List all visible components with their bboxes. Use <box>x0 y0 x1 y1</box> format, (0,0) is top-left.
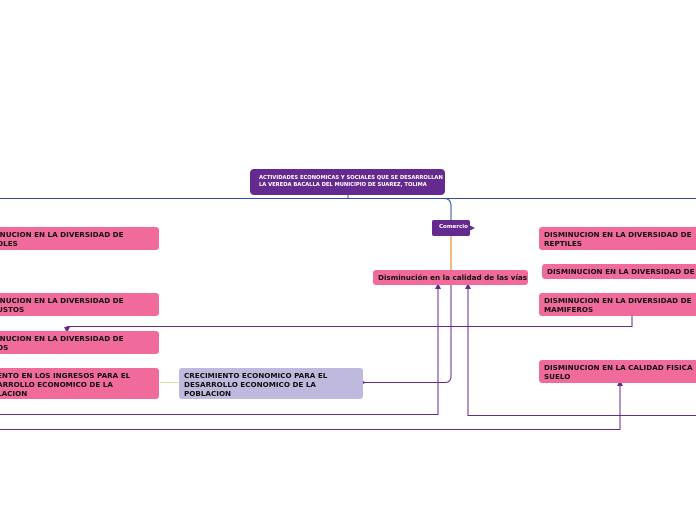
left-node-4-line2: ARROLLO ECONOMICO DE LA <box>0 380 113 389</box>
crecimiento-node[interactable]: CRECIMIENTO ECONOMICO PARA EL DESARROLLO… <box>179 368 363 399</box>
root-node-line1: ACTIVIDADES ECONOMICAS Y SOCIALES QUE SE… <box>259 175 445 181</box>
left-node-4[interactable]: ENTO EN LOS INGRESOS PARA EL ARROLLO ECO… <box>0 368 159 399</box>
left-node-3-line2: OS <box>0 343 9 352</box>
right-node-1-line2: REPTILES <box>544 239 582 248</box>
comercio-node[interactable]: Comercio <box>432 220 470 236</box>
right-node-1[interactable]: DISMINUCION EN LA DIVERSIDAD DE REPTILES <box>539 227 696 250</box>
crec-to-vias-line <box>360 285 452 386</box>
left-node-1[interactable]: INUCION EN LA DIVERSIDAD DE OLES <box>0 227 159 250</box>
left-node-3[interactable]: INUCION EN LA DIVERSIDAD DE OS <box>0 331 159 354</box>
right-node-4-line2: SUELO <box>544 372 571 381</box>
bus-to-hub-line <box>444 198 452 220</box>
right-node-3[interactable]: DISMINUCION EN LA DIVERSIDAD DE MAMIFERO… <box>539 293 696 316</box>
vias-node[interactable]: Disminución en la calidad de las vías <box>373 270 528 285</box>
right-node-4[interactable]: DISMINUCION EN LA CALIDAD FISICA SUELO <box>539 360 696 383</box>
vias-label: Disminución en la calidad de las vías <box>378 273 528 282</box>
right-node-1-line1: DISMINUCION EN LA DIVERSIDAD DE <box>544 230 692 239</box>
left-node-2-line1: INUCION EN LA DIVERSIDAD DE <box>0 296 124 305</box>
bottom-to-suelo-line <box>0 380 623 430</box>
left-node-1-line2: OLES <box>0 239 18 248</box>
root-node-line2: LA VEREDA BACALLA DEL MUNICIPIO DE SUARE… <box>259 181 427 188</box>
mamiferos-link-line <box>64 316 633 333</box>
right-node-3-line2: MAMIFEROS <box>544 305 594 314</box>
right-node-2-line1: DISMINUCION EN LA DIVERSIDAD DE <box>547 267 695 276</box>
crecimiento-line3: POBLACION <box>184 389 232 398</box>
left-to-vias-line <box>0 283 441 415</box>
left-node-4-line1: ENTO EN LOS INGRESOS PARA EL <box>0 371 131 380</box>
right-node-3-line1: DISMINUCION EN LA DIVERSIDAD DE <box>544 296 692 305</box>
left-node-3-line1: INUCION EN LA DIVERSIDAD DE <box>0 334 124 343</box>
left-node-1-line1: INUCION EN LA DIVERSIDAD DE <box>0 230 124 239</box>
comercio-label: Comercio <box>439 224 468 230</box>
left-node-4-line3: LACION <box>0 389 28 398</box>
crecimiento-line1: CRECIMIENTO ECONOMICO PARA EL <box>184 371 328 380</box>
left-node-2[interactable]: INUCION EN LA DIVERSIDAD DE USTOS <box>0 293 159 316</box>
root-node[interactable]: ACTIVIDADES ECONOMICAS Y SOCIALES QUE SE… <box>250 169 445 195</box>
right-node-4-line1: DISMINUCION EN LA CALIDAD FISICA <box>544 363 693 372</box>
crecimiento-line2: DESARROLLO ECONOMICO DE LA <box>184 380 316 389</box>
left-node-2-line2: USTOS <box>0 305 25 314</box>
right-node-2[interactable]: DISMINUCION EN LA DIVERSIDAD DE <box>542 264 696 279</box>
